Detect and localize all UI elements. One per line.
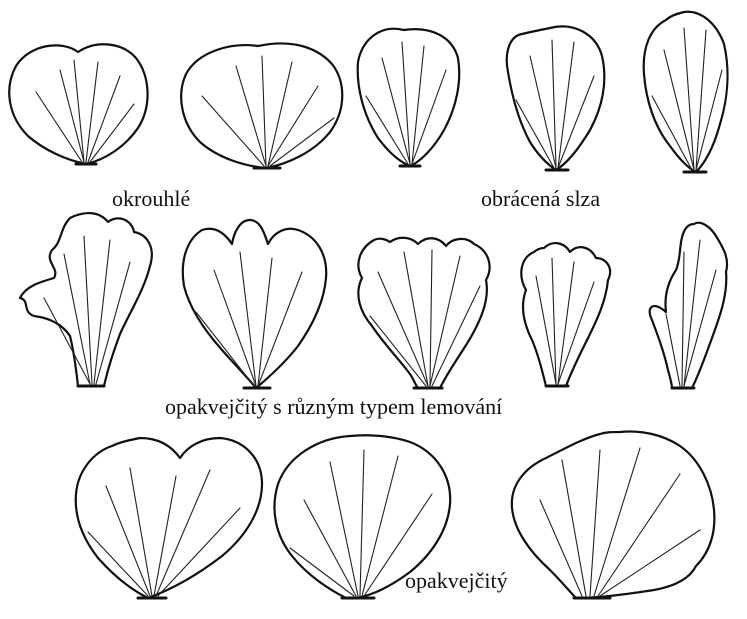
petal-round-2 (181, 43, 342, 168)
petal-fringed-3 (358, 238, 489, 388)
petal-fringed-5 (650, 223, 727, 388)
petal-fringed-2 (183, 220, 326, 388)
petal-teardrop-2 (507, 26, 605, 170)
petal-round-1 (9, 44, 147, 164)
petal-fringed-4 (521, 243, 610, 386)
petal-fringed-1 (20, 213, 152, 386)
petal-obovate-3 (512, 432, 715, 598)
label-obovate-fringed: opakvejčitý s různým typem lemování (165, 394, 502, 420)
petal-teardrop-1 (358, 29, 460, 166)
petal-teardrop-3 (644, 12, 728, 172)
label-round: okrouhlé (112, 186, 190, 212)
petal-obovate-1 (76, 438, 262, 598)
label-obovate: opakvejčitý (405, 568, 508, 594)
label-inverted-teardrop: obrácená slza (481, 186, 600, 212)
